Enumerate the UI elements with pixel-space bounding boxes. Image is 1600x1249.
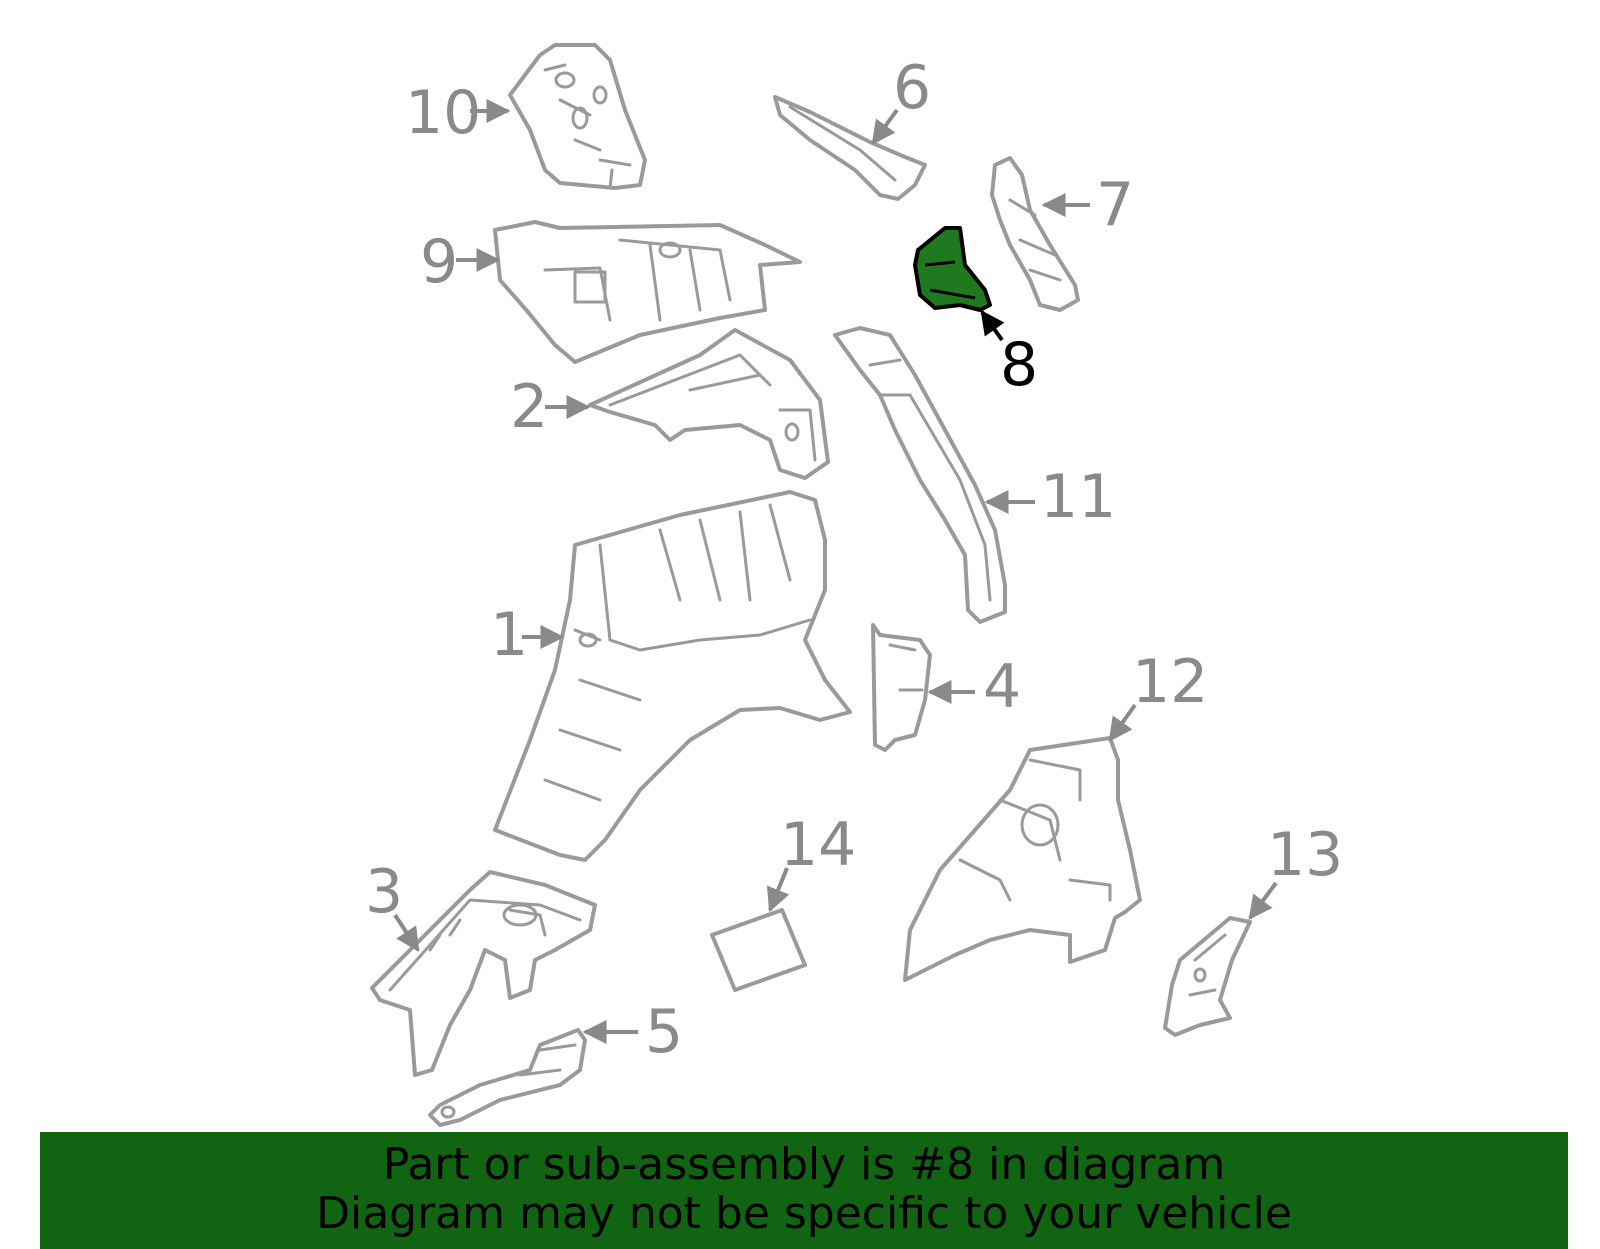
callout-11: 11 [1040,462,1116,532]
part-14[interactable] [710,908,807,992]
callout-14: 14 [780,810,856,880]
part-3[interactable] [370,870,597,1077]
part-5[interactable] [428,1028,587,1127]
callout-10: 10 [405,78,481,148]
part-4[interactable] [871,623,932,752]
part-2[interactable] [588,328,830,480]
banner-line-1: Part or sub-assembly is #8 in diagram [382,1139,1226,1190]
callout-6: 6 [893,53,931,123]
part-9[interactable] [493,220,802,364]
part-11[interactable] [833,326,1007,624]
callout-2: 2 [510,372,548,442]
callout-7: 7 [1096,170,1134,240]
part-7[interactable] [990,156,1080,312]
callout-12: 12 [1132,647,1208,717]
leader-8 [980,310,1005,342]
callout-5: 5 [645,997,683,1067]
part-12[interactable] [903,736,1142,982]
part-13[interactable] [1163,916,1252,1037]
info-banner: Part or sub-assembly is #8 in diagram Di… [40,1132,1568,1249]
leader-13 [1248,881,1278,920]
leader-12 [1108,703,1137,742]
callout-1: 1 [490,600,528,670]
part-8-highlighted[interactable] [913,226,992,312]
leader-14 [766,867,790,913]
leader-6 [871,108,899,145]
banner-line-2: Diagram may not be specific to your vehi… [316,1188,1292,1239]
callout-8: 8 [1000,330,1038,400]
callout-4: 4 [983,652,1021,722]
part-6[interactable] [773,95,927,201]
part-10[interactable] [508,43,647,190]
callout-9: 9 [420,227,458,297]
callout-13: 13 [1267,820,1343,890]
part-1[interactable] [493,490,852,862]
leader-3 [393,913,420,953]
